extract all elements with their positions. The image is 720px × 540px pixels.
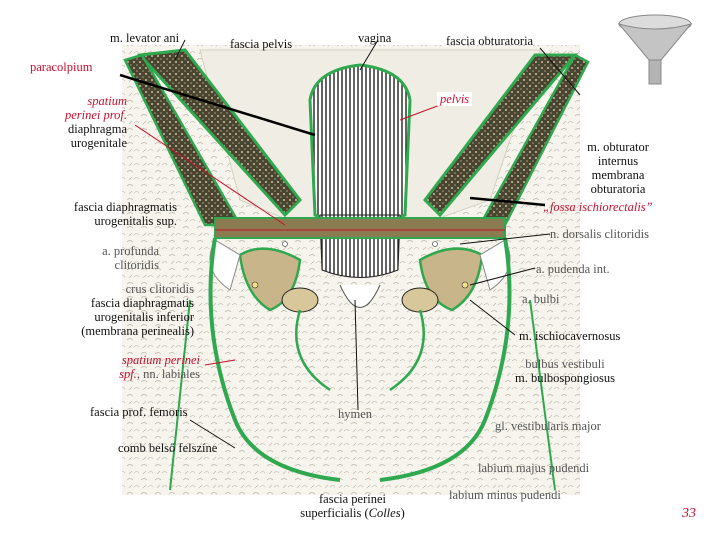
- page-number: 33: [682, 506, 696, 522]
- label-membrana-2: obturatoria: [568, 182, 668, 196]
- label-bulbus-2: m. bulbospongiosus: [505, 371, 625, 385]
- label-spatium-spf-2a: spf.: [119, 367, 137, 381]
- label-fascia-inf-1: fascia diaphragmatis: [40, 296, 194, 310]
- label-gl-vestibularis: gl. vestibularis major: [495, 419, 601, 433]
- bulbus-right: [402, 288, 438, 312]
- label-a-pudenda: a. pudenda int.: [536, 262, 610, 276]
- label-fossa: „fossa ischiorectalis”: [543, 200, 653, 214]
- label-fascia-inf-3: (membrana perinealis): [40, 324, 194, 338]
- label-labium-minus: labium minus pudendi: [449, 488, 561, 502]
- label-fascia-obturatoria: fascia obturatoria: [446, 34, 533, 48]
- label-pelvis: pelvis: [437, 92, 472, 106]
- nerve-left: [283, 242, 288, 247]
- label-fascia-diaph-sup: fascia diaphragmatis urogenitalis sup.: [30, 200, 177, 228]
- label-ischiocav: m. ischiocavernosus: [519, 329, 620, 343]
- label-a-profunda-1: a. profunda: [60, 244, 159, 258]
- nerve-right: [433, 242, 438, 247]
- label-obturator-1: m. obturator: [568, 140, 668, 154]
- diaphragma-urogenitale-band: [215, 218, 505, 238]
- label-spatium-prof: spatium perinei prof. diaphragma urogeni…: [30, 94, 127, 150]
- label-crus-group: crus clitoridis fascia diaphragmatis uro…: [40, 282, 194, 338]
- label-a-profunda: a. profunda clitoridis: [60, 244, 159, 272]
- vagina-shape: [310, 65, 410, 225]
- vessel-left: [252, 282, 258, 288]
- label-levator-ani: m. levator ani: [110, 31, 179, 45]
- label-labium-majus: labium majus pudendi: [478, 461, 589, 475]
- label-spatium-prof-1: spatium: [30, 94, 127, 108]
- vessel-right: [462, 282, 468, 288]
- label-fascia-perinei-2a: superficialis (: [300, 506, 368, 520]
- label-membrana-1: membrana: [568, 168, 668, 182]
- label-a-profunda-2: clitoridis: [60, 258, 159, 272]
- bulbus-left: [282, 288, 318, 312]
- label-fascia-perinei: fascia perinei superficialis (Colles): [285, 492, 420, 520]
- label-hymen: hymen: [338, 407, 372, 421]
- label-bulbus-1: bulbus vestibuli: [505, 357, 625, 371]
- label-comb: comb belső felszíne: [118, 441, 217, 455]
- label-fascia-pelvis: fascia pelvis: [230, 37, 292, 51]
- label-vagina: vagina: [358, 31, 391, 45]
- label-diaphragma-1: diaphragma: [30, 122, 127, 136]
- label-spatium-spf: spatium perinei spf., nn. labiales: [80, 353, 200, 381]
- label-spatium-spf-1: spatium perinei: [80, 353, 200, 367]
- label-obturator-2: internus: [568, 154, 668, 168]
- funnel-icon: [615, 12, 695, 87]
- label-a-bulbi: a. bulbi: [522, 292, 560, 306]
- label-spatium-prof-2: perinei prof.: [30, 108, 127, 122]
- label-diaphragma-2: urogenitale: [30, 136, 127, 150]
- label-n-dorsalis: n. dorsalis clitoridis: [550, 227, 649, 241]
- label-fascia-perinei-2c: ): [401, 506, 405, 520]
- label-fascia-inf-2: urogenitalis inferior: [40, 310, 194, 324]
- label-spatium-spf-2b: , nn. labiales: [137, 367, 200, 381]
- label-crus: crus clitoridis: [40, 282, 194, 296]
- label-fascia-femoris: fascia prof. femoris: [90, 405, 188, 419]
- label-bulbus-group: bulbus vestibuli m. bulbospongiosus: [505, 357, 625, 385]
- label-fascia-diaph-sup-2: urogenitalis sup.: [30, 214, 177, 228]
- label-fascia-diaph-sup-1: fascia diaphragmatis: [30, 200, 177, 214]
- label-fascia-perinei-1: fascia perinei: [285, 492, 420, 506]
- label-fascia-perinei-2b: Colles: [369, 506, 401, 520]
- label-paracolpium: paracolpium: [30, 60, 92, 74]
- label-obturator-group: m. obturator internus membrana obturator…: [568, 140, 668, 196]
